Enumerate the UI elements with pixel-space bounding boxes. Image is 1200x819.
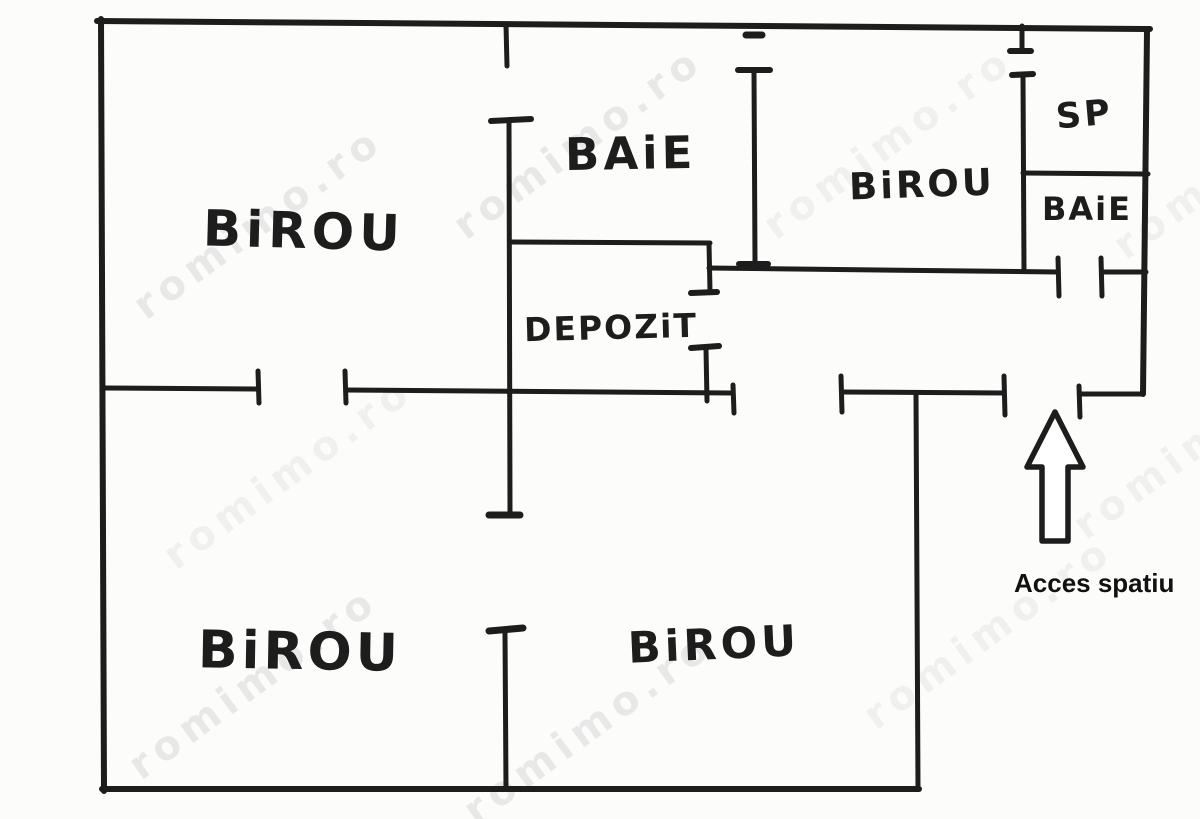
wall-mid-left [100, 385, 260, 392]
door-jamb-mid-2 [342, 368, 349, 406]
wall-baie-bottom [508, 239, 713, 246]
room-label-birou-bottom-left: BiROU [197, 620, 403, 684]
wall-birou1-baie [506, 119, 513, 515]
access-label: Acces spatiu [1014, 568, 1175, 598]
room-label-birou-top-left: BiROU [202, 199, 406, 263]
door-jamb-entrance-right [1076, 383, 1083, 420]
wall-birou3-birou4 [502, 629, 509, 791]
wall-outer-right [1140, 28, 1150, 397]
access-arrow-icon [1024, 409, 1086, 544]
wall-outer-left [98, 16, 107, 794]
room-label-baie-right: BAiE [1042, 190, 1132, 228]
room-label-sp: SP [1054, 92, 1115, 138]
room-label-baie-top-center: BAiE [564, 125, 697, 182]
door-jamb-birou1-baie [488, 116, 534, 124]
door-jamb-baie2-left [1055, 255, 1062, 299]
room-label-birou-bottom-center: BiROU [626, 616, 802, 674]
room-label-birou-top-right: BiROU [848, 160, 996, 209]
wall-birou4-right [913, 391, 921, 792]
wall-outer-top [94, 18, 1153, 32]
wall-birou3-birou4-cap [485, 624, 527, 635]
wall-sp-baie2 [1020, 170, 1151, 177]
door-jamb-mid-3 [730, 382, 737, 416]
door-jamb-baie2-right [1098, 255, 1105, 299]
wall-mid-center [343, 387, 734, 396]
wall-baie-birou2 [751, 69, 758, 264]
wall-hall-top [706, 265, 1061, 275]
door-jamb-entrance-left [1001, 373, 1008, 418]
door-jamb-mid-1 [255, 368, 262, 406]
room-label-depozit: DEPOZiT [523, 305, 699, 350]
door-tick-birou1-top [503, 22, 510, 69]
wall-mid-right [839, 389, 1007, 396]
wall-depozit-right-upper-cap [688, 289, 720, 296]
